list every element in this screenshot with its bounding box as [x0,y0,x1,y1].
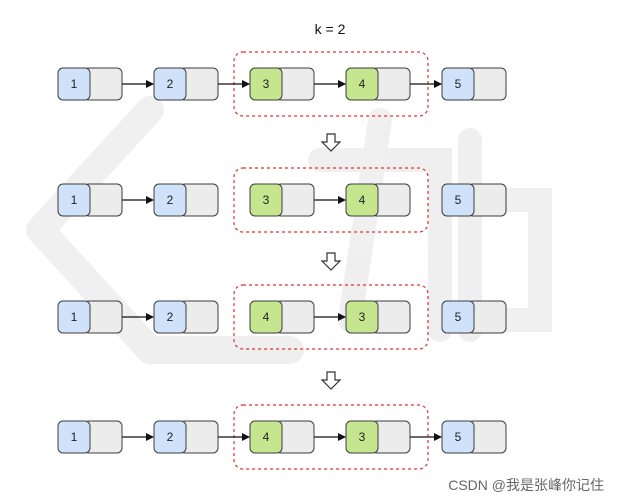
node-value-cell [153,183,187,217]
node-label: 3 [263,193,270,207]
node-value-cell [153,300,187,334]
list-node: 2 [153,300,219,334]
node-label: 3 [263,77,270,91]
node-value-cell [345,300,379,334]
node-label: 1 [71,77,78,91]
node-value-cell [57,67,91,101]
node-value-cell [249,67,283,101]
list-node: 5 [441,420,507,454]
group-box [233,284,429,350]
list-node: 5 [441,183,507,217]
node-label: 1 [71,430,78,444]
row-3: 1 2 4 3 5 [57,284,507,350]
node-value-cell [345,420,379,454]
row-4: 1 2 4 3 5 [57,404,507,470]
node-label: 4 [263,310,270,324]
title-label: k = 2 [315,21,346,37]
node-value-cell [249,183,283,217]
list-node: 3 [249,67,315,101]
node-label: 4 [263,430,270,444]
node-label: 5 [455,77,462,91]
node-label: 2 [167,310,174,324]
node-value-cell [57,420,91,454]
list-node: 2 [153,420,219,454]
list-node: 3 [249,183,315,217]
list-node: 2 [153,183,219,217]
diagram-rows: 1 2 3 4 5 1 2 3 4 5 1 2 4 3 5 1 2 4 3 5 [57,51,507,470]
node-label: 1 [71,193,78,207]
node-value-cell [441,67,475,101]
list-node: 2 [153,67,219,101]
watermark-text: CSDN @我是张峰你记住 [448,477,604,493]
row-1: 1 2 3 4 5 [57,51,507,117]
node-value-cell [441,300,475,334]
list-node: 1 [57,67,123,101]
node-label: 4 [359,193,366,207]
node-value-cell [345,67,379,101]
list-node: 5 [441,300,507,334]
node-label: 5 [455,193,462,207]
node-value-cell [153,67,187,101]
list-node: 1 [57,420,123,454]
list-node: 4 [345,67,411,101]
node-value-cell [441,420,475,454]
node-label: 2 [167,77,174,91]
list-node: 4 [249,300,315,334]
list-node: 5 [441,67,507,101]
node-value-cell [57,300,91,334]
list-node: 4 [345,183,411,217]
node-label: 3 [359,310,366,324]
group-box [233,167,429,233]
list-node: 4 [249,420,315,454]
node-label: 2 [167,193,174,207]
list-node: 1 [57,300,123,334]
list-node: 3 [345,420,411,454]
node-label: 3 [359,430,366,444]
down-arrow-icon [320,252,342,271]
node-value-cell [249,420,283,454]
node-label: 5 [455,430,462,444]
node-value-cell [57,183,91,217]
node-label: 5 [455,310,462,324]
node-label: 2 [167,430,174,444]
node-value-cell [345,183,379,217]
row-2: 1 2 3 4 5 [57,167,507,233]
list-node: 1 [57,183,123,217]
down-arrow-icon [320,371,342,390]
node-label: 4 [359,77,366,91]
node-label: 1 [71,310,78,324]
node-value-cell [249,300,283,334]
down-arrow-icon [320,133,342,152]
node-value-cell [153,420,187,454]
node-value-cell [441,183,475,217]
list-node: 3 [345,300,411,334]
